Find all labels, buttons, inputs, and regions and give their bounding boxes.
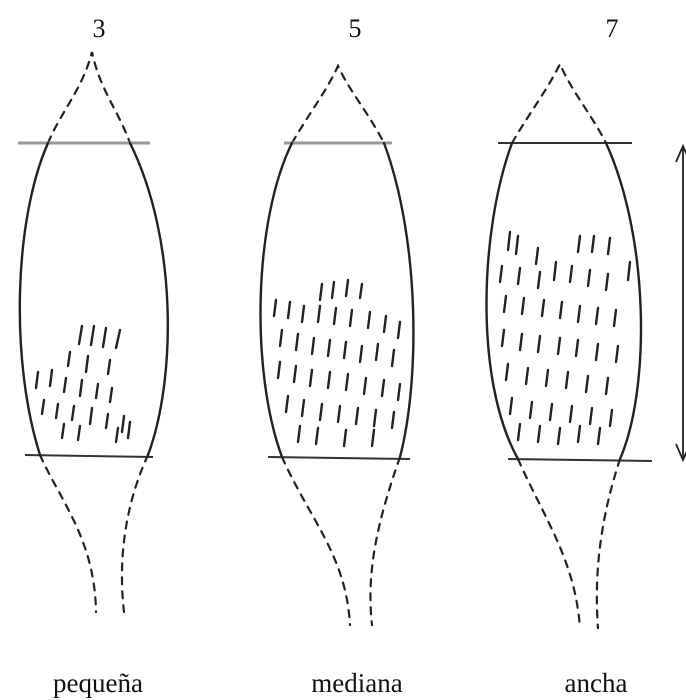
outline-right-small [128,141,169,457]
outline-left-wide [485,141,520,461]
height-arrow [675,143,686,463]
tip-wide [510,61,608,145]
petiole-left-wide [516,457,582,630]
petiole-right-small [120,453,150,614]
panel-number-medium: 5 [349,14,362,43]
fill-marks-medium [272,278,402,448]
panel-medium: 5 mediana [259,14,415,698]
panel-number-small: 3 [93,14,106,43]
petiole-right-medium [369,455,402,627]
bottom-line-wide [507,458,653,462]
tip-medium [290,63,386,145]
panel-small: 3 pequeña [18,14,169,698]
outline-left-medium [259,141,294,459]
bottom-line-medium [267,456,411,460]
caption-wide: ancha [565,668,628,698]
tip-small [46,51,132,145]
outline-left-small [18,141,50,457]
outline-right-medium [382,141,415,459]
fill-marks-small [34,324,132,444]
panel-wide: 7 ancha [485,14,653,698]
panel-number-wide: 7 [606,14,619,43]
caption-small: pequeña [53,668,143,698]
petiole-right-wide [595,457,622,630]
petiole-left-medium [280,455,352,627]
caption-medium: mediana [311,668,402,698]
outline-right-wide [604,141,643,461]
fill-marks-wide [498,230,632,446]
bottom-line-small [24,454,154,458]
petiole-left-small [38,453,98,614]
